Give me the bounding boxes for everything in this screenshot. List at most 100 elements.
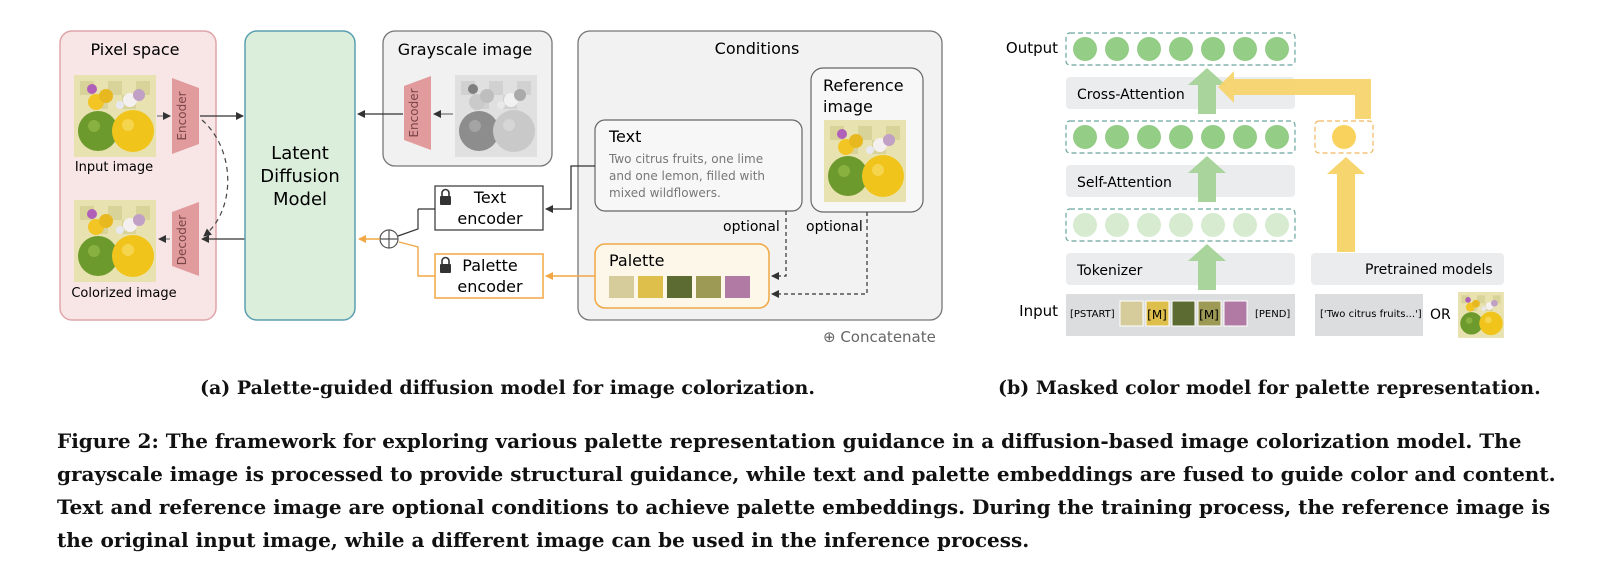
text-prompt-token-bg <box>1315 294 1423 336</box>
decoder-label: Decoder <box>175 215 189 266</box>
palette-encoder-label-2: encoder <box>457 277 523 296</box>
hidden-tokens <box>1073 125 1289 149</box>
input-mask-token-1 <box>1145 300 1170 327</box>
output-token <box>1073 37 1097 61</box>
text-prompt-line-1: Two citrus fruits, one lime <box>608 152 763 166</box>
latent-diffusion-model-box <box>244 30 356 321</box>
output-token <box>1201 37 1225 61</box>
cross-attention-label: Cross-Attention <box>1077 87 1185 103</box>
pretrained-to-cross-attention-arrow <box>1218 71 1371 119</box>
mask-label-1: [M] <box>1147 308 1167 322</box>
hidden-token <box>1169 125 1193 149</box>
palette-encoder-to-concat-path <box>398 241 435 277</box>
palette-swatch-4 <box>696 276 721 298</box>
mask-label-2: [M] <box>1199 308 1219 322</box>
hidden-token <box>1265 125 1289 149</box>
embedding-token <box>1265 213 1289 237</box>
pretrained-models-label: Pretrained models <box>1365 262 1493 278</box>
encoder-shape <box>172 78 199 154</box>
grayscale-image <box>455 75 537 157</box>
input-color-token-1 <box>1119 300 1144 327</box>
colorized-image <box>74 200 156 282</box>
text-prompt-line-3: mixed wildflowers. <box>609 186 721 200</box>
text-condition-title: Text <box>608 127 641 146</box>
input-label: Input <box>1019 302 1058 320</box>
output-token <box>1169 37 1193 61</box>
hidden-token <box>1137 125 1161 149</box>
input-image-label: Input image <box>75 160 153 175</box>
input-color-token-2 <box>1171 300 1196 327</box>
output-label: Output <box>1006 39 1058 57</box>
self-attention-layer <box>1066 165 1295 197</box>
self-attention-label: Self-Attention <box>1077 175 1172 191</box>
embedding-token <box>1201 213 1225 237</box>
text-encoder-label-1: Text <box>473 188 506 207</box>
hidden-token-group <box>1065 120 1296 154</box>
colorized-image-label: Colorized image <box>71 286 176 301</box>
embedding-token <box>1169 213 1193 237</box>
input-color-token-3 <box>1223 300 1248 327</box>
encoder-label: Encoder <box>175 91 189 140</box>
output-tokens <box>1073 37 1289 61</box>
pretrained-token-group <box>1314 120 1374 154</box>
embedding-token-group <box>1065 208 1296 242</box>
output-token <box>1233 37 1257 61</box>
or-label: OR <box>1430 307 1451 323</box>
ldm-line-1: Latent <box>271 143 329 164</box>
palette-encoder-lock-icon <box>440 256 451 273</box>
ldm-line-3: Model <box>273 189 327 210</box>
subcaption-b: (b) Masked color model for palette repre… <box>998 377 1541 399</box>
hidden-token <box>1105 125 1129 149</box>
text-encoder-to-concat-path <box>397 209 419 237</box>
palette-swatch-5 <box>725 276 750 298</box>
input-image <box>74 75 156 157</box>
pretrained-input-image <box>1458 292 1504 338</box>
reference-image <box>824 120 906 202</box>
embedding-token <box>1233 213 1257 237</box>
decoder-shape <box>172 202 199 276</box>
ldm-line-2: Diffusion <box>260 166 339 187</box>
text-prompt-line-2: and one lemon, filled with <box>609 169 765 183</box>
output-token <box>1265 37 1289 61</box>
figure-caption: Figure 2: The framework for exploring va… <box>57 429 1556 552</box>
text-prompt-token: ['Two citrus fruits...'] <box>1320 309 1422 320</box>
hidden-token <box>1201 125 1225 149</box>
concatenate-icon <box>379 229 399 249</box>
pixel-space-title: Pixel space <box>90 40 179 59</box>
grayscale-encoder-shape <box>404 76 431 150</box>
hidden-token <box>1233 125 1257 149</box>
embedding-token <box>1073 213 1097 237</box>
input-mask-token-2 <box>1197 300 1222 327</box>
reference-image-title-1: Reference <box>823 76 904 95</box>
hidden-token <box>1073 125 1097 149</box>
text-encoder-label-2: encoder <box>457 209 523 228</box>
subcaption-a: (a) Palette-guided diffusion model for i… <box>200 377 815 399</box>
tokenizer-layer <box>1066 253 1295 285</box>
pretrained-embedding-token <box>1332 125 1356 149</box>
reference-image-title-2: image <box>823 97 873 116</box>
reference-optional-label: optional <box>806 219 863 235</box>
embedding-token <box>1137 213 1161 237</box>
embedding-tokens <box>1073 213 1289 237</box>
output-token <box>1137 37 1161 61</box>
concatenate-legend: ⊕ Concatenate <box>823 328 936 346</box>
pstart-token: [PSTART] <box>1070 309 1115 320</box>
embedding-token <box>1105 213 1129 237</box>
self-attention-up-arrow <box>1188 156 1226 202</box>
grayscale-encoder-label: Encoder <box>407 88 421 137</box>
tokenizer-label: Tokenizer <box>1076 263 1143 279</box>
pretrained-models-layer <box>1311 253 1504 285</box>
palette-swatch-1 <box>609 276 634 298</box>
output-token-group <box>1065 32 1296 66</box>
palette-swatch-3 <box>667 276 692 298</box>
pend-token: [PEND] <box>1255 309 1290 320</box>
cross-attention-up-arrow <box>1188 68 1226 114</box>
text-to-text-encoder-arrow <box>545 165 595 213</box>
conditions-title: Conditions <box>715 39 800 58</box>
text-to-palette-dashed <box>771 211 787 280</box>
palette-encoder-box <box>434 253 544 299</box>
grayscale-image-title: Grayscale image <box>398 40 532 59</box>
text-optional-label: optional <box>723 219 780 235</box>
palette-title: Palette <box>609 251 664 270</box>
palette-swatch-2 <box>638 276 663 298</box>
